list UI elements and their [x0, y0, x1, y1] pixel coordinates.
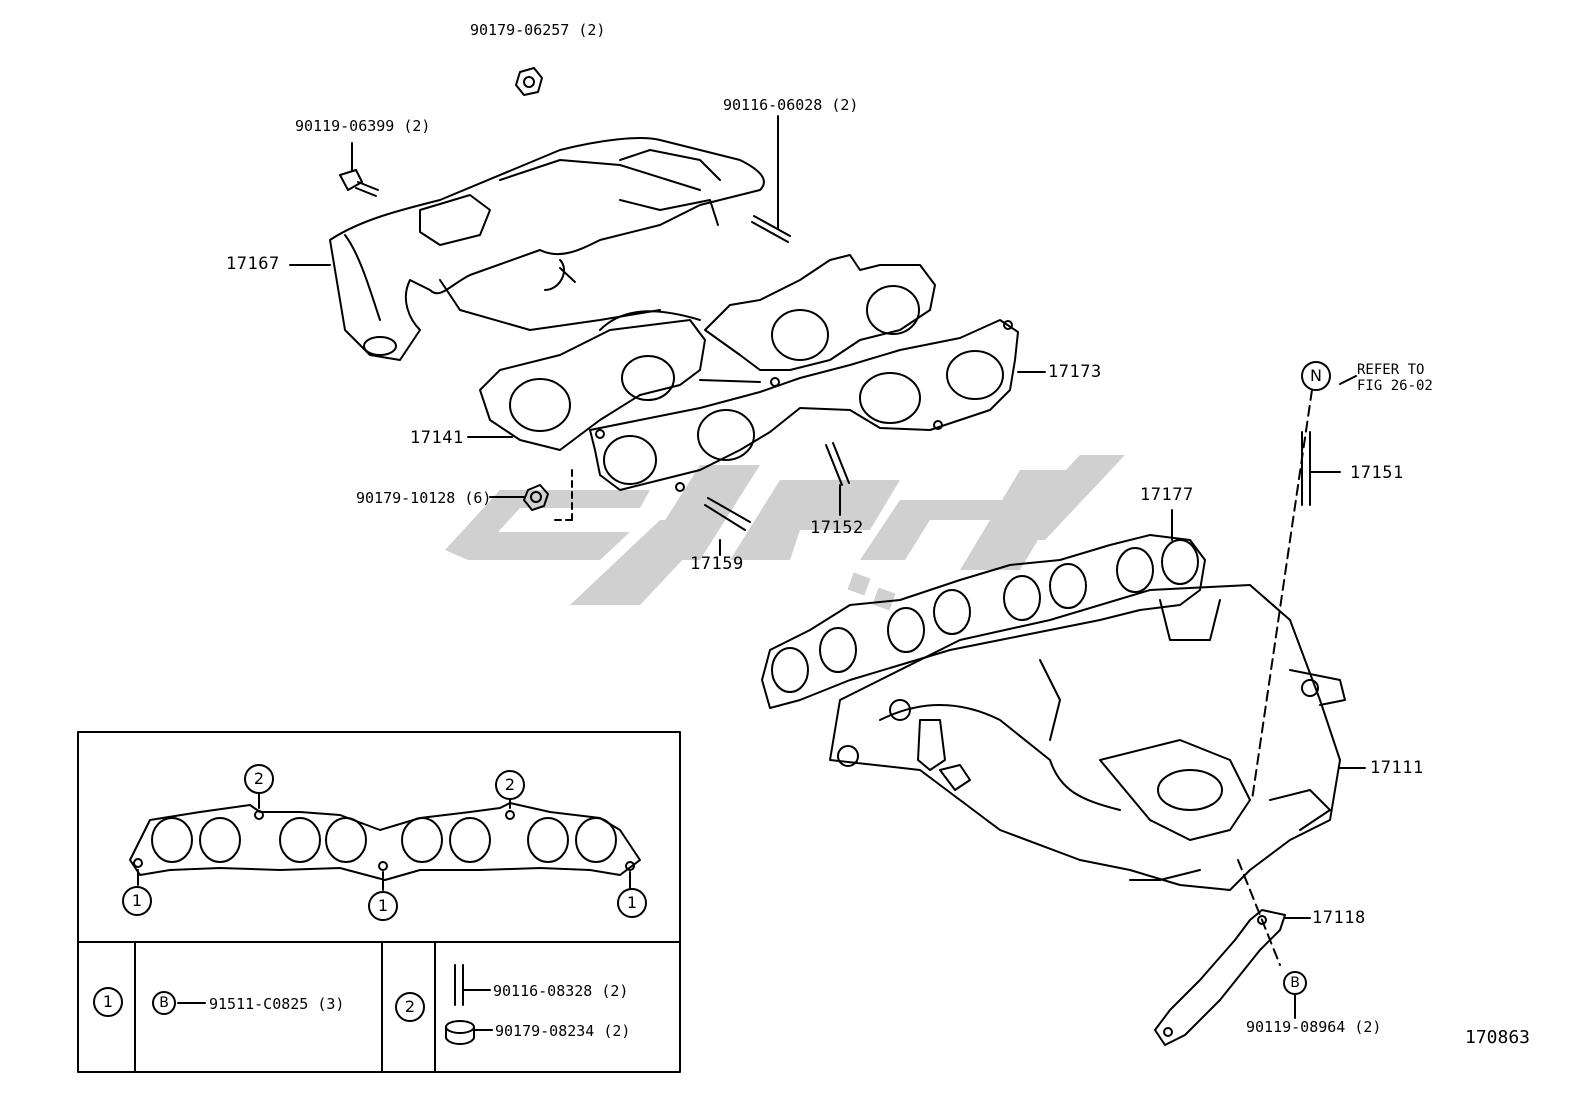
part-label-gasket-17177[interactable]: 17177	[1140, 485, 1194, 505]
part-label-bolt[interactable]: 90119-06399 (2)	[295, 117, 431, 135]
part-label-stud-17159[interactable]: 17159	[690, 554, 744, 574]
part-label-heat-insulator[interactable]: 17167	[226, 254, 280, 274]
legend-part-91511[interactable]: 91511-C0825 (3)	[209, 995, 345, 1013]
inset-frame	[77, 731, 681, 1073]
figure-number: 170863	[1465, 1027, 1531, 1048]
inset-marker-two-right: 2	[495, 770, 525, 800]
stud-top-icon	[751, 115, 791, 243]
intake-manifold-shape	[829, 584, 1346, 891]
bolt-icon	[339, 142, 379, 197]
inset-nut-icon	[445, 1020, 493, 1045]
nut-mid-icon	[489, 469, 573, 521]
stud-17152-icon	[825, 442, 850, 516]
stud-17151-icon	[1251, 375, 1357, 801]
legend-b-circle: B	[152, 991, 176, 1015]
refer-line-1: REFER TO	[1357, 362, 1425, 378]
b-circle-callout: B	[1283, 971, 1307, 995]
inset-gasket-shape	[129, 791, 641, 891]
manifold-17141-shape	[479, 254, 936, 451]
inset-stud-icon	[454, 964, 491, 1006]
part-label-intake-manifold[interactable]: 17111	[1370, 758, 1424, 778]
inset-marker-one-mid: 1	[368, 891, 398, 921]
refer-line-2[interactable]: FIG 26-02	[1357, 378, 1433, 394]
part-label-bracket[interactable]: 17118	[1312, 908, 1366, 928]
part-label-manifold-17141[interactable]: 17141	[410, 428, 464, 448]
legend-part-90179[interactable]: 90179-08234 (2)	[495, 1022, 631, 1040]
heat-insulator-shape	[329, 137, 765, 361]
inset-marker-one-right: 1	[617, 888, 647, 918]
bracket-17118-shape	[1154, 859, 1311, 1046]
legend-part-90116[interactable]: 90116-08328 (2)	[493, 982, 629, 1000]
nut-top-icon	[515, 67, 543, 96]
part-label-stud-17152[interactable]: 17152	[810, 518, 864, 538]
part-label-stud-top[interactable]: 90116-06028 (2)	[723, 96, 859, 114]
part-label-nut-mid[interactable]: 90179-10128 (6)	[356, 489, 492, 507]
stud-17159-icon	[704, 497, 751, 556]
legend-key-two: 2	[395, 992, 425, 1022]
inset-marker-one-left: 1	[122, 886, 152, 916]
gasket-17177-shape	[761, 509, 1206, 709]
part-label-gasket-17173[interactable]: 17173	[1048, 362, 1102, 382]
gasket-17173-shape	[589, 319, 1019, 492]
part-label-bolt-bottom[interactable]: 90119-08964 (2)	[1246, 1018, 1382, 1036]
part-label-stud-17151[interactable]: 17151	[1350, 463, 1404, 483]
part-label-nut-top[interactable]: 90179-06257 (2)	[470, 21, 606, 39]
legend-key-one: 1	[93, 987, 123, 1017]
refer-circle-n: N	[1301, 361, 1331, 391]
inset-marker-two-left: 2	[244, 764, 274, 794]
